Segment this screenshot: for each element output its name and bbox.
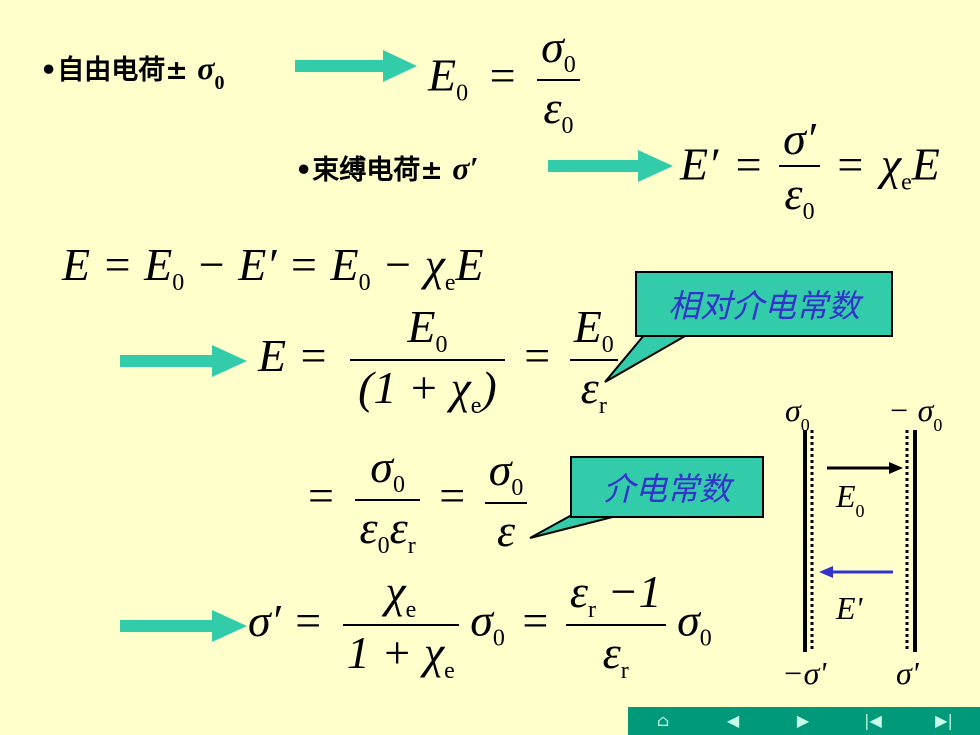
- arrow-2: [548, 150, 673, 182]
- arrow-3: [120, 345, 247, 377]
- home-button[interactable]: ⌂: [628, 707, 698, 733]
- bound-charge-label: •束缚电荷± σ′: [295, 150, 479, 186]
- diagram-top-right: − σ0: [888, 392, 943, 435]
- capacitor-diagram: [803, 430, 917, 652]
- e0-arrow-head: [889, 462, 903, 474]
- last-button[interactable]: ▶|: [908, 707, 980, 733]
- next-button[interactable]: ▶: [768, 707, 838, 733]
- arrow-4: [120, 610, 247, 642]
- navigation-bar: ⌂ ◀ ▶ |◀ ▶|: [628, 707, 980, 735]
- diagram-bottom-left: −σ': [782, 655, 827, 691]
- bound-charge-text: 束缚电荷±: [312, 155, 443, 186]
- diagram-bottom-right: σ': [896, 655, 919, 691]
- prev-button[interactable]: ◀: [698, 707, 768, 733]
- bullet: •: [40, 55, 58, 86]
- diagram-top-left: σ0: [785, 392, 810, 435]
- eprime-arrow-head: [819, 566, 833, 578]
- equation-E-total: E = E0 − E′ = E0 − χeE: [62, 239, 484, 296]
- first-icon: |◀: [864, 710, 882, 730]
- diagram-Eprime-label: E': [836, 590, 863, 626]
- arrow-1: [295, 50, 417, 82]
- equation-Eprime: E′ = σ′ε0 = χeE: [680, 113, 940, 225]
- last-icon: ▶|: [935, 710, 953, 730]
- free-charge-text: 自由电荷±: [57, 55, 188, 86]
- first-button[interactable]: |◀: [838, 707, 908, 733]
- sigma-prime-symbol: σ′: [452, 150, 479, 186]
- relative-permittivity-callout: 相对介电常数: [635, 271, 893, 337]
- prev-icon: ◀: [726, 710, 740, 730]
- permittivity-callout: 介电常数: [570, 456, 764, 518]
- free-charge-label: •自由电荷± σ0: [40, 48, 225, 95]
- sigma-symbol: σ0: [197, 50, 225, 94]
- diagram-E0-label: E0: [836, 478, 865, 521]
- home-icon: ⌂: [656, 710, 670, 730]
- next-icon: ▶: [796, 710, 810, 730]
